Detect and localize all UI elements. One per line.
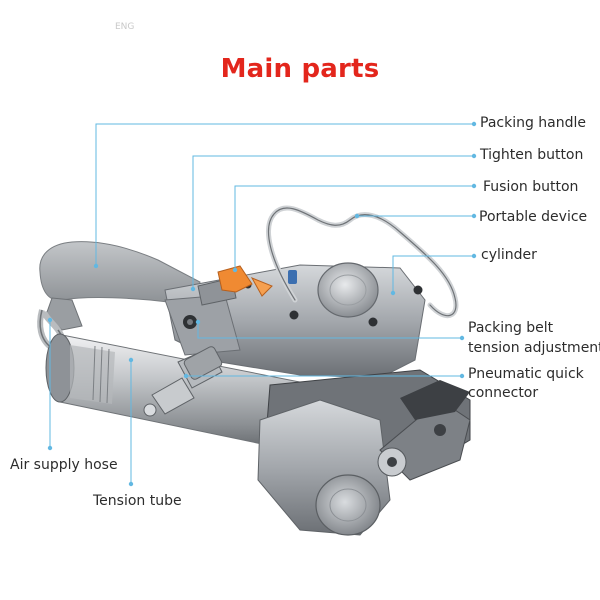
corner-mark: ENG xyxy=(115,22,135,32)
leader-packing-handle xyxy=(95,123,474,266)
label-fusion-button: Fusion button xyxy=(483,179,579,195)
diagram-title: Main parts xyxy=(220,54,380,84)
lower-wheel-shape xyxy=(315,474,381,536)
label-tighten-button: Tighten button xyxy=(480,147,584,163)
fusion-button-shape xyxy=(217,265,253,293)
label-tension-tube: Tension tube xyxy=(93,493,182,509)
label-pneumatic-line2: connector xyxy=(468,385,539,401)
pneumatic-connector-shape xyxy=(143,346,223,417)
leader-fusion-button xyxy=(234,185,474,270)
leader-tighten-button xyxy=(192,155,474,289)
label-cylinder: cylinder xyxy=(481,247,537,263)
label-pneumatic-line1: Pneumatic quick xyxy=(468,366,584,382)
label-air-supply-hose: Air supply hose xyxy=(10,457,118,473)
leader-packing-belt xyxy=(197,322,462,339)
label-packing-belt-line2: tension adjustment xyxy=(468,340,600,356)
label-portable-device: Portable device xyxy=(479,209,588,225)
label-packing-belt-line1: Packing belt xyxy=(468,320,554,336)
leader-cylinder xyxy=(392,255,474,293)
cylinder-shape xyxy=(317,262,379,318)
label-packing-handle: Packing handle xyxy=(480,115,587,131)
